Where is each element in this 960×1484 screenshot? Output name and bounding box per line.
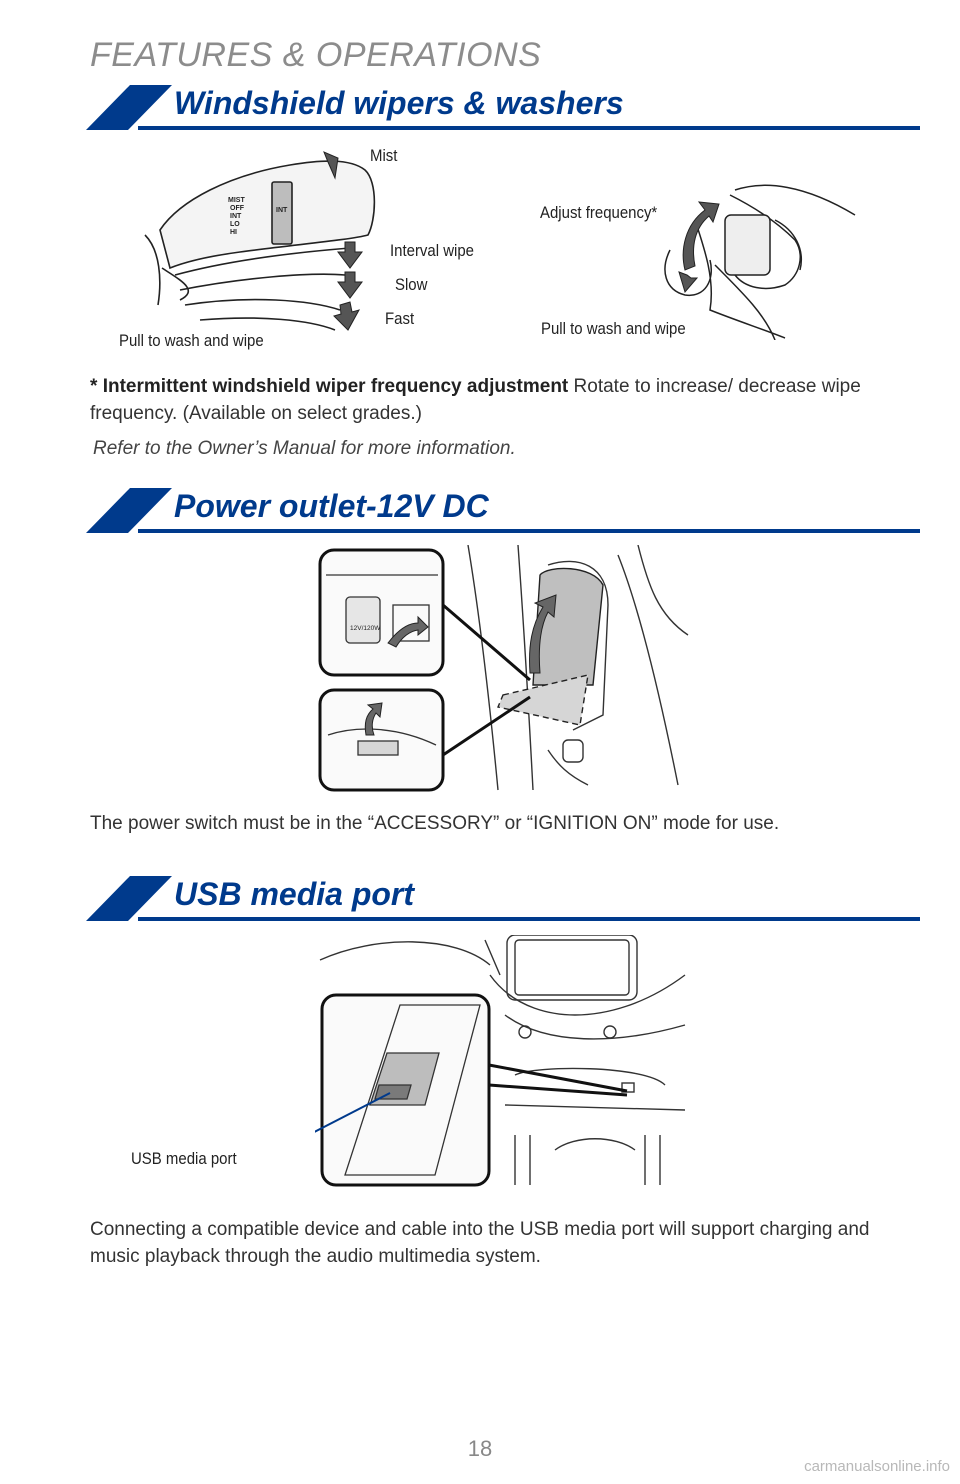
rotate-arrow-icon bbox=[678, 271, 699, 294]
section-header-wipers: Windshield wipers & washers bbox=[86, 85, 920, 135]
watermark: carmanualsonline.info bbox=[804, 1458, 950, 1475]
note-asterisk: * bbox=[90, 376, 103, 397]
arrow-down-icon bbox=[337, 271, 363, 299]
arrow-down-icon bbox=[333, 301, 361, 331]
curved-arrow-icon bbox=[364, 702, 383, 736]
callout-pull-right: Pull to wash and wipe bbox=[541, 319, 686, 338]
callout-usb-media-port: USB media port bbox=[131, 1149, 237, 1168]
callout-pull-left: Pull to wash and wipe bbox=[119, 331, 264, 350]
callout-slow: Slow bbox=[395, 275, 428, 294]
note-bold: Intermittent windshield wiper frequency … bbox=[102, 376, 569, 397]
stalk-label-int: INT bbox=[230, 213, 242, 220]
arrow-down-icon bbox=[337, 241, 363, 269]
stalk-label-mist: MIST bbox=[228, 197, 245, 204]
stalk-label-hi: HI bbox=[230, 229, 237, 236]
stalk-label-int-ring: INT bbox=[276, 207, 288, 214]
power-outlet-illustration: 12V/120W bbox=[318, 545, 689, 792]
callout-adjust-frequency: Adjust frequency* bbox=[540, 203, 658, 222]
power-text: The power switch must be in the “ACCESSO… bbox=[90, 813, 780, 834]
section-title-wipers: Windshield wipers & washers bbox=[174, 85, 624, 121]
rotate-arrow-icon bbox=[682, 201, 720, 271]
arrow-up-icon bbox=[323, 151, 339, 180]
callout-interval-wipe: Interval wipe bbox=[390, 241, 474, 260]
callout-mist: Mist bbox=[370, 146, 398, 165]
wiper-stalk-illustration: MIST OFF INT LO HI INT bbox=[144, 151, 376, 331]
stalk-label-off: OFF bbox=[230, 205, 245, 212]
callout-fast: Fast bbox=[385, 309, 415, 328]
note-text: Rotate to increase/ decrease wipe freque… bbox=[90, 376, 861, 424]
section-header-usb: USB media port bbox=[86, 876, 920, 926]
section-header-power: Power outlet-12V DC bbox=[86, 488, 920, 538]
arrow-up-icon bbox=[529, 594, 557, 674]
stalk-label-lo: LO bbox=[230, 221, 240, 228]
section-title-power: Power outlet-12V DC bbox=[174, 488, 489, 524]
section-accent bbox=[86, 85, 920, 130]
wiper-note: * Intermittent windshield wiper frequenc… bbox=[90, 373, 880, 427]
curved-arrow-icon bbox=[387, 615, 429, 648]
section-accent bbox=[86, 488, 920, 533]
usb-text: Connecting a compatible device and cable… bbox=[90, 1219, 870, 1267]
section-accent bbox=[86, 876, 920, 921]
reference-text: Refer to the Owner’s Manual for more inf… bbox=[93, 438, 516, 459]
section-title-usb: USB media port bbox=[174, 876, 415, 912]
outlet-label: 12V/120W bbox=[350, 625, 381, 632]
usb-port-illustration bbox=[315, 935, 686, 1187]
hand-adjust-illustration bbox=[664, 184, 856, 340]
page-header: FEATURES & OPERATIONS bbox=[90, 36, 542, 74]
page-number: 18 bbox=[467, 1436, 493, 1461]
